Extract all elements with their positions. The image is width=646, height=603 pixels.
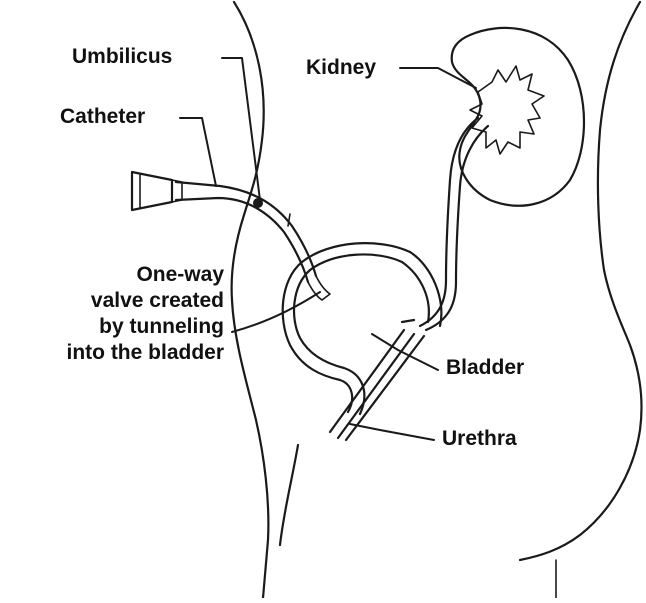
- thigh-crease: [280, 445, 298, 545]
- umbilicus-dot: [253, 198, 263, 208]
- body-right-contour: [520, 2, 642, 560]
- bladder-outer-right: [410, 252, 441, 326]
- label-umbilicus: Umbilicus: [72, 44, 172, 70]
- body-left-contour: [232, 2, 269, 598]
- leader-valve: [232, 292, 320, 332]
- leader-urethra: [350, 424, 434, 440]
- label-valve: One-way valve created by tunneling into …: [67, 262, 225, 366]
- ureter-inner: [426, 126, 488, 330]
- catheter-funnel-ring: [140, 174, 182, 208]
- label-valve-line4: into the bladder: [67, 340, 225, 366]
- label-valve-line2: valve created: [67, 288, 225, 314]
- kidney-outline: [452, 28, 584, 206]
- label-valve-line1: One-way: [67, 262, 225, 288]
- bladder-inner: [294, 254, 402, 414]
- label-valve-line3: by tunneling: [67, 314, 225, 340]
- bladder-inner-right: [402, 262, 429, 322]
- leader-bladder: [372, 334, 438, 370]
- leader-catheter: [180, 118, 216, 186]
- label-kidney: Kidney: [306, 55, 376, 81]
- bladder-outer: [283, 243, 410, 412]
- urethra-line-3: [346, 336, 424, 440]
- catheter-funnel: [132, 172, 172, 210]
- label-bladder: Bladder: [446, 355, 524, 381]
- label-catheter: Catheter: [60, 104, 145, 130]
- ureter-entry: [402, 320, 414, 322]
- label-urethra: Urethra: [442, 426, 517, 452]
